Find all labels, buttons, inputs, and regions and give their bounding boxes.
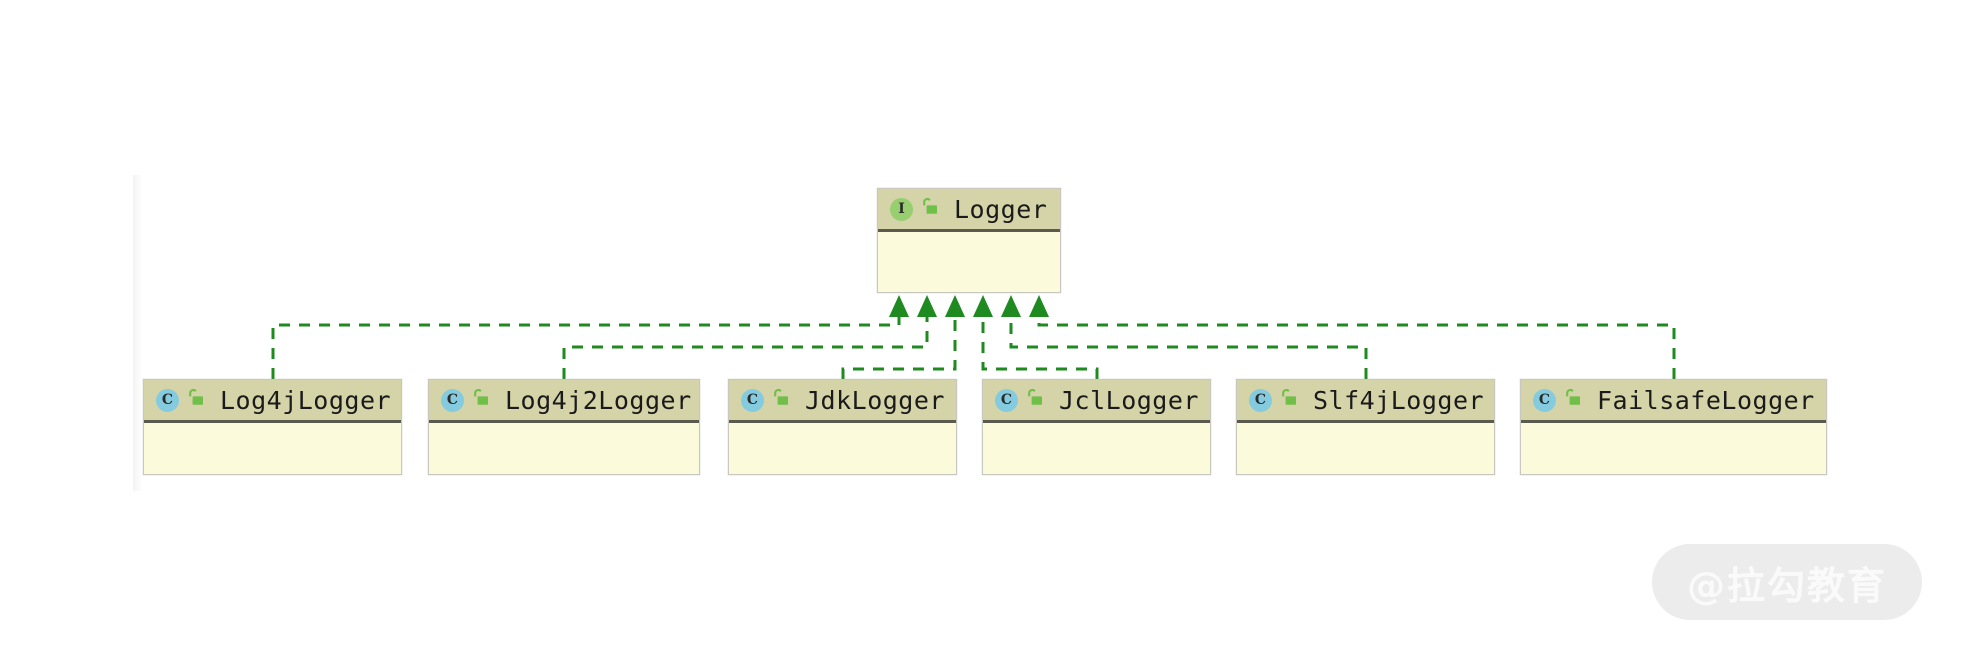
- uml-node-title: Log4jLogger: [220, 385, 392, 415]
- realization-line-log4j2logger: [562, 317, 929, 379]
- uml-node-members-compartment: [878, 232, 1060, 292]
- interface-badge-icon: I: [890, 197, 913, 221]
- uml-node-header: C JdkLogger: [729, 380, 956, 423]
- uml-node-title: Logger: [954, 194, 1048, 224]
- uml-node-header: C Log4j2Logger: [429, 380, 699, 423]
- uml-node-class-slf4jlogger[interactable]: C Slf4jLogger: [1236, 379, 1495, 475]
- uml-node-class-jcllogger[interactable]: C JclLogger: [982, 379, 1211, 475]
- uml-node-class-log4j2logger[interactable]: C Log4j2Logger: [428, 379, 700, 475]
- watermark: @拉勾教育: [1652, 544, 1922, 620]
- unlock-icon: [920, 197, 939, 221]
- uml-node-title: FailsafeLogger: [1597, 385, 1815, 415]
- realization-line-jcllogger: [981, 317, 1099, 379]
- realization-arrowhead-jcllogger: [973, 295, 993, 317]
- unlock-icon: [771, 388, 790, 412]
- realization-line-failsafelogger: [1037, 317, 1676, 379]
- uml-node-members-compartment: [1237, 423, 1494, 474]
- realization-arrowhead-slf4jlogger: [1001, 295, 1021, 317]
- uml-node-members-compartment: [429, 423, 699, 474]
- uml-node-class-jdklogger[interactable]: C JdkLogger: [728, 379, 957, 475]
- uml-node-title: JdkLogger: [805, 385, 945, 415]
- uml-node-header: C JclLogger: [983, 380, 1210, 423]
- uml-node-members-compartment: [729, 423, 956, 474]
- unlock-icon: [1279, 388, 1298, 412]
- uml-node-members-compartment: [983, 423, 1210, 474]
- class-badge-icon: C: [441, 388, 464, 412]
- uml-node-header: C Slf4jLogger: [1237, 380, 1494, 423]
- unlock-icon: [186, 388, 205, 412]
- class-badge-icon: C: [156, 388, 179, 412]
- uml-node-logger-interface[interactable]: I Logger: [877, 188, 1061, 293]
- realization-arrowhead-log4j2logger: [917, 295, 937, 317]
- uml-node-members-compartment: [1521, 423, 1826, 474]
- uml-node-header: I Logger: [878, 189, 1060, 232]
- watermark-text: @拉勾教育: [1686, 563, 1887, 608]
- realization-arrowhead-jdklogger: [945, 295, 965, 317]
- class-badge-icon: C: [1249, 388, 1272, 412]
- canvas-left-edge: [133, 175, 143, 491]
- class-badge-icon: C: [1533, 388, 1556, 412]
- class-badge-icon: C: [995, 388, 1018, 412]
- realization-arrowhead-log4jlogger: [889, 295, 909, 317]
- uml-node-header: C Log4jLogger: [144, 380, 401, 423]
- unlock-icon: [1025, 388, 1044, 412]
- uml-node-class-log4jlogger[interactable]: C Log4jLogger: [143, 379, 402, 475]
- class-badge-icon: C: [741, 388, 764, 412]
- uml-node-header: C FailsafeLogger: [1521, 380, 1826, 423]
- realization-arrowhead-failsafelogger: [1029, 295, 1049, 317]
- realization-line-jdklogger: [841, 317, 957, 379]
- uml-node-title: JclLogger: [1059, 385, 1199, 415]
- uml-node-title: Slf4jLogger: [1313, 385, 1485, 415]
- uml-node-members-compartment: [144, 423, 401, 474]
- realization-line-slf4jlogger: [1009, 317, 1368, 379]
- unlock-icon: [471, 388, 490, 412]
- uml-node-class-failsafelogger[interactable]: C FailsafeLogger: [1520, 379, 1827, 475]
- uml-node-title: Log4j2Logger: [505, 385, 692, 415]
- realization-line-log4jlogger: [271, 317, 901, 379]
- unlock-icon: [1563, 388, 1582, 412]
